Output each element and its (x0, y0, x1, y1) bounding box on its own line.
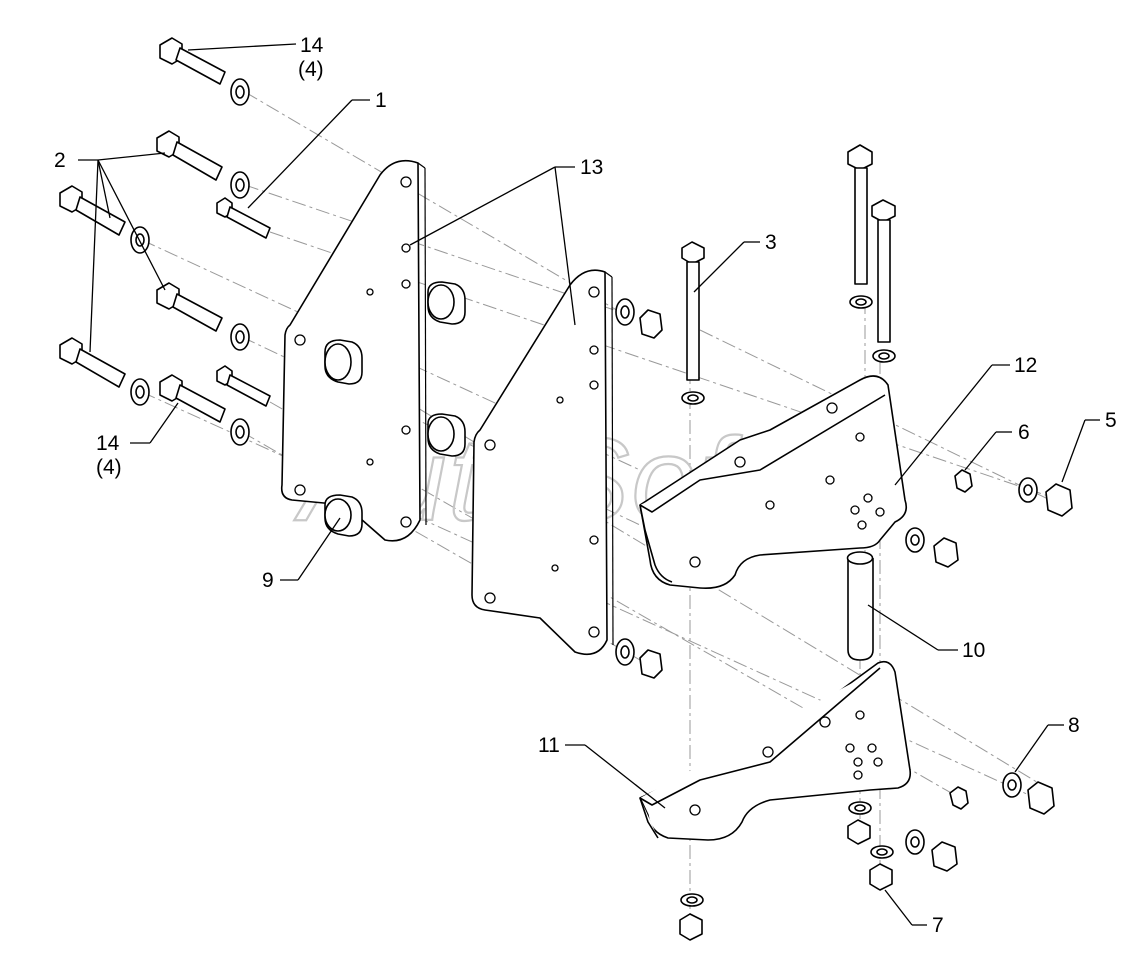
bolts-vertical (681, 144, 896, 405)
leader-lines (78, 43, 1100, 926)
callout-13: 13 (580, 156, 603, 179)
callout-labels: 14 (4) 1 2 13 3 12 6 5 14 (4) 9 10 8 11 … (54, 34, 1117, 937)
callout-12: 12 (1014, 354, 1037, 377)
nuts-bottom (679, 801, 894, 941)
callout-14-bottom: 14 (96, 432, 120, 455)
washers-left (130, 78, 250, 446)
callout-9: 9 (262, 569, 274, 592)
callout-14-bottom-qty: (4) (96, 456, 122, 479)
callout-6: 6 (1018, 421, 1030, 444)
nuts-middle (615, 298, 663, 679)
callout-11: 11 (538, 734, 560, 757)
callout-7: 7 (932, 914, 944, 937)
callout-8: 8 (1068, 714, 1080, 737)
callout-5: 5 (1105, 409, 1117, 432)
callout-14-top-qty: (4) (298, 58, 324, 81)
spacer-9 (324, 281, 466, 537)
callout-3: 3 (765, 231, 777, 254)
bracket-11 (639, 660, 912, 841)
callout-1: 1 (375, 89, 387, 112)
callout-14-top: 14 (300, 34, 324, 57)
spacer-tube-10 (846, 551, 874, 661)
callout-2: 2 (54, 149, 66, 172)
bolts-left (59, 37, 271, 423)
plate-13 (471, 269, 614, 656)
callout-10: 10 (962, 639, 985, 662)
nuts-right (905, 469, 1073, 872)
bracket-12 (639, 375, 908, 590)
